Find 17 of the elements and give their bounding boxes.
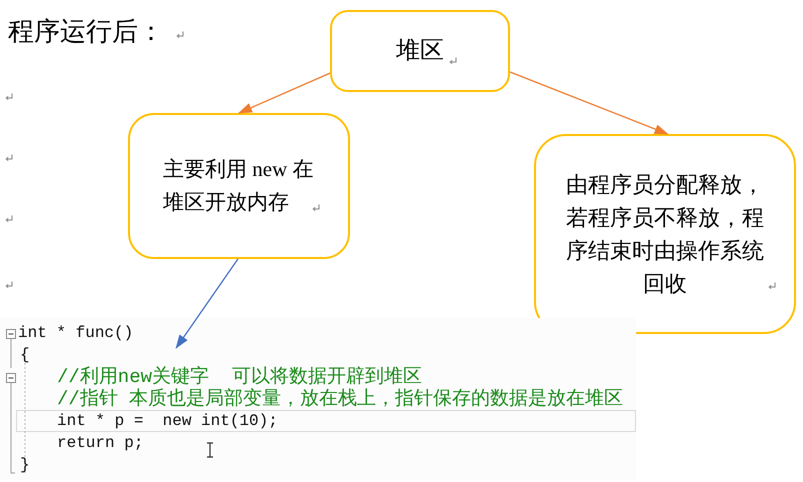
rounded-box [534, 134, 796, 334]
code-comment: //利用new关键字 可以将数据开辟到堆区 [57, 366, 422, 388]
arrow [510, 71, 669, 135]
code-comment: //指针 本质也是局部变量，放在栈上，指针保存的数据是放在堆区 [57, 388, 624, 410]
code-line: int * p = new int(10); [57, 411, 278, 432]
rounded-box [330, 10, 510, 92]
arrow [238, 72, 330, 114]
arrow [176, 258, 238, 349]
box-label: 主要利用 new 在堆区开放内存 [163, 156, 314, 216]
code-line: return p; [57, 433, 144, 454]
box-label: 堆区 [396, 37, 444, 66]
code-line: { [20, 345, 30, 366]
box-label: 由程序员分配释放，若程序员不释放，程序结束时由操作系统回收 [566, 171, 764, 298]
code-line: } [20, 455, 30, 476]
code-line: int * func() [18, 323, 134, 344]
page-title: 程序运行后： [8, 16, 164, 48]
rounded-box [128, 113, 350, 259]
